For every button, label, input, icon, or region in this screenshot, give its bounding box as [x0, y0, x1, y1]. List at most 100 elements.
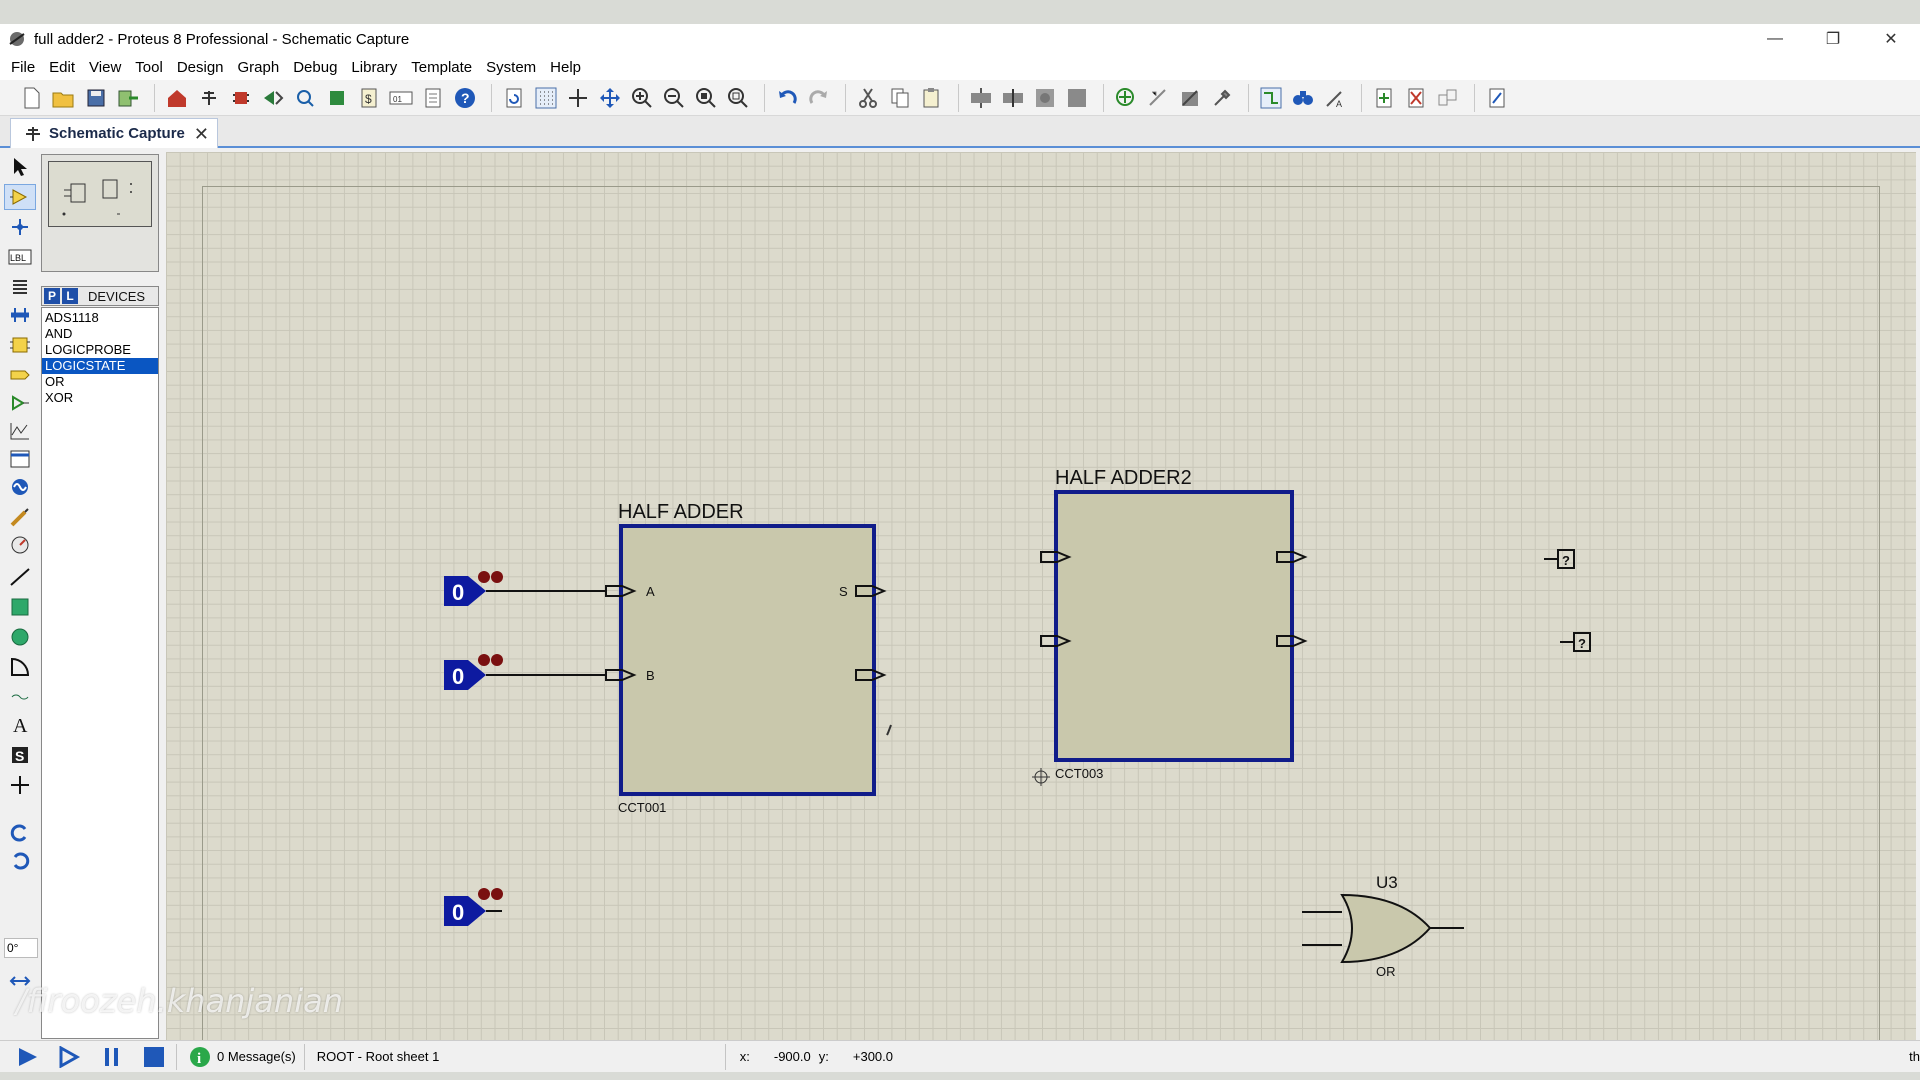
line-tool-icon[interactable] — [4, 564, 36, 590]
schematic-canvas[interactable]: HALF ADDER CCT001 A B S — [166, 152, 1916, 1040]
make-device-icon[interactable] — [1144, 84, 1172, 112]
menu-help[interactable]: Help — [550, 58, 582, 76]
library-manager-button[interactable]: L — [62, 288, 78, 304]
rotate-clockwise-icon[interactable] — [4, 820, 36, 846]
device-item-logicstate[interactable]: LOGICSTATE — [42, 358, 158, 374]
terminals-mode-icon[interactable] — [4, 362, 36, 388]
menu-file[interactable]: File — [11, 58, 36, 76]
pcb-icon[interactable] — [227, 84, 255, 112]
menu-edit[interactable]: Edit — [49, 58, 76, 76]
stop-icon[interactable] — [140, 1043, 168, 1071]
instruments-icon[interactable] — [4, 532, 36, 558]
message-count[interactable]: 0 Message(s) — [217, 1049, 296, 1064]
ha2-port-in-1[interactable] — [1040, 551, 1072, 563]
wire-label-icon[interactable]: LBL — [4, 244, 36, 270]
source-code-icon[interactable]: 01 — [387, 84, 415, 112]
block-rotate-icon[interactable] — [1031, 84, 1059, 112]
restore-button[interactable]: ❐ — [1825, 31, 1841, 48]
search-tag-icon[interactable] — [1289, 84, 1317, 112]
undo-icon[interactable] — [773, 84, 801, 112]
overview-viewport[interactable] — [48, 161, 152, 227]
block-delete-icon[interactable] — [1063, 84, 1091, 112]
menu-view[interactable]: View — [89, 58, 122, 76]
new-file-icon[interactable] — [18, 84, 46, 112]
pick-from-library-button[interactable]: P — [44, 288, 60, 304]
open-folder-icon[interactable] — [50, 84, 78, 112]
play-icon[interactable] — [14, 1043, 42, 1071]
save-icon[interactable] — [82, 84, 110, 112]
info-icon[interactable]: i — [189, 1046, 211, 1068]
rotate-anticlockwise-icon[interactable] — [4, 848, 36, 874]
half-adder-1-block[interactable]: HALF ADDER CCT001 A B S — [605, 501, 887, 815]
new-sheet-icon[interactable] — [1370, 84, 1398, 112]
refresh-icon[interactable] — [500, 84, 528, 112]
port-b[interactable]: B — [605, 668, 655, 683]
zoom-out-icon[interactable] — [660, 84, 688, 112]
notes-icon[interactable] — [419, 84, 447, 112]
menu-graph[interactable]: Graph — [237, 58, 280, 76]
device-item-ads1118[interactable]: ADS1118 — [45, 310, 99, 325]
block-copy-icon[interactable] — [967, 84, 995, 112]
or-gate-u3[interactable]: U3 OR — [1302, 873, 1464, 979]
zoom-all-icon[interactable] — [692, 84, 720, 112]
zoom-area-icon[interactable] — [724, 84, 752, 112]
overview-window[interactable] — [41, 154, 159, 272]
half-adder-2-block[interactable]: HALF ADDER2 CCT003 — [1040, 467, 1308, 781]
device-item-xor[interactable]: XOR — [45, 390, 74, 405]
logic-probe-1[interactable]: ? — [1544, 549, 1575, 569]
remove-sheet-icon[interactable] — [1402, 84, 1430, 112]
property-assignment-icon[interactable]: A — [1321, 84, 1349, 112]
tab-schematic-capture[interactable]: Schematic Capture ✕ — [10, 118, 218, 148]
import-icon[interactable] — [114, 84, 142, 112]
menu-system[interactable]: System — [486, 58, 537, 76]
block-move-icon[interactable] — [999, 84, 1027, 112]
3d-viewer-icon[interactable] — [259, 84, 287, 112]
graph-mode-icon[interactable] — [4, 418, 36, 444]
packaging-tool-icon[interactable] — [1176, 84, 1204, 112]
step-icon[interactable] — [56, 1043, 84, 1071]
wire-autorouter-icon[interactable] — [1257, 84, 1285, 112]
bill-of-materials-icon[interactable]: $ — [355, 84, 383, 112]
tape-recorder-icon[interactable] — [4, 446, 36, 472]
device-pins-icon[interactable] — [4, 390, 36, 416]
schematic-grid[interactable]: HALF ADDER CCT001 A B S — [166, 152, 1916, 1040]
menu-debug[interactable]: Debug — [293, 58, 338, 76]
menu-template[interactable]: Template — [411, 58, 473, 76]
box-tool-icon[interactable] — [4, 594, 36, 620]
probe-mode-icon[interactable] — [4, 504, 36, 530]
logic-probe-2[interactable]: ? — [1560, 632, 1591, 652]
tab-close-icon[interactable]: ✕ — [193, 124, 209, 144]
paste-icon[interactable] — [918, 84, 946, 112]
home-icon[interactable] — [163, 84, 191, 112]
redo-icon[interactable] — [805, 84, 833, 112]
subcircuit-icon[interactable] — [4, 332, 36, 358]
minimize-button[interactable]: — — [1767, 30, 1783, 47]
ha2-port-out-2[interactable] — [1276, 635, 1308, 647]
pause-icon[interactable] — [98, 1043, 126, 1071]
device-item-logicprobe[interactable]: LOGICPROBE — [45, 342, 131, 357]
pick-device-icon[interactable] — [1112, 84, 1140, 112]
circle-tool-icon[interactable] — [4, 624, 36, 650]
menu-tool[interactable]: Tool — [135, 58, 163, 76]
ha2-port-in-2[interactable] — [1040, 635, 1072, 647]
copy-icon[interactable] — [886, 84, 914, 112]
close-button[interactable]: ✕ — [1884, 31, 1898, 48]
text-tool-icon[interactable]: A — [4, 712, 36, 738]
logicstate-2[interactable]: 0 — [444, 654, 503, 690]
exit-to-parent-icon[interactable] — [1434, 84, 1462, 112]
junction-dot-icon[interactable] — [4, 214, 36, 240]
mirror-x-icon[interactable] — [4, 968, 36, 994]
logicstate-3[interactable]: 0 — [444, 888, 503, 926]
arc-tool-icon[interactable] — [4, 654, 36, 680]
generator-mode-icon[interactable] — [4, 474, 36, 500]
schematic-icon[interactable] — [195, 84, 223, 112]
pan-icon[interactable] — [596, 84, 624, 112]
port-carry[interactable] — [855, 669, 887, 681]
help-icon[interactable]: ? — [451, 84, 479, 112]
buses-icon[interactable] — [4, 302, 36, 328]
port-a[interactable]: A — [605, 584, 655, 599]
selection-mode-icon[interactable] — [4, 154, 36, 180]
origin-icon[interactable] — [564, 84, 592, 112]
symbol-tool-icon[interactable]: S — [4, 742, 36, 768]
path-tool-icon[interactable] — [4, 684, 36, 710]
